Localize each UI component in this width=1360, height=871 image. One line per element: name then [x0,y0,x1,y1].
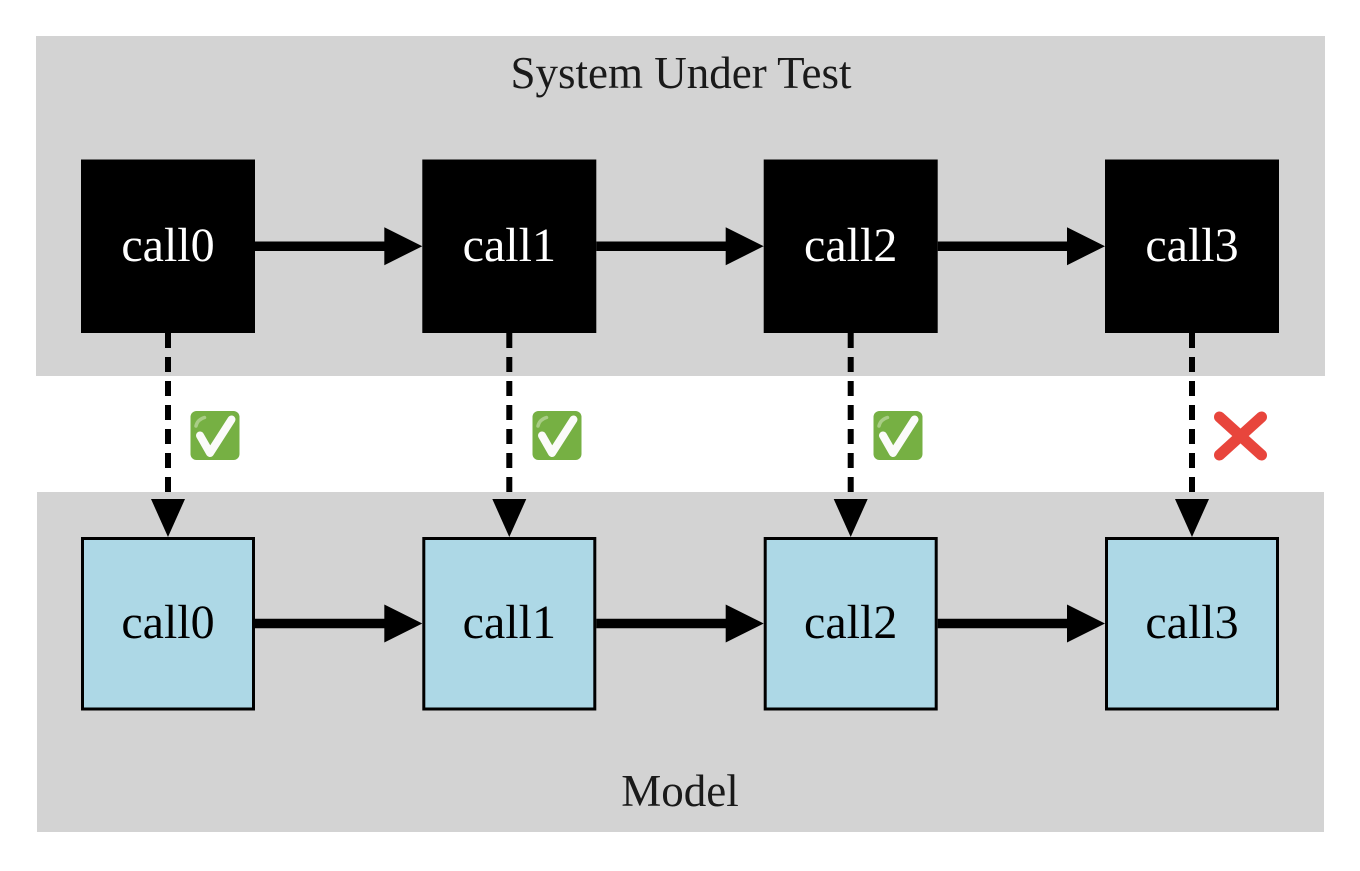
svg-text:Model: Model [621,766,739,816]
svg-text:call3: call3 [1145,596,1238,649]
svg-text:call1: call1 [463,219,556,272]
svg-text:call0: call0 [121,596,214,649]
svg-text:call2: call2 [804,596,897,649]
svg-text:call1: call1 [463,596,556,649]
svg-text:System Under Test: System Under Test [511,48,852,98]
svg-text:call0: call0 [121,219,214,272]
svg-text:call2: call2 [804,219,897,272]
svg-text:call3: call3 [1145,219,1238,272]
